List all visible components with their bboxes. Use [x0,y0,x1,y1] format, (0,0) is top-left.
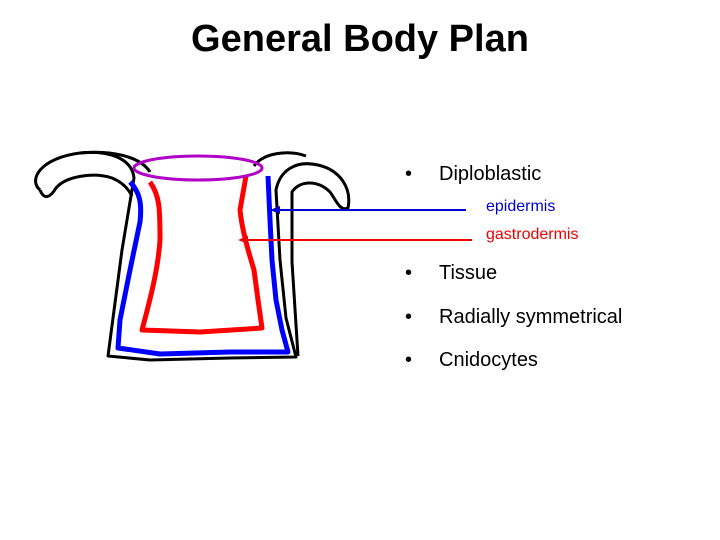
bullet-text: Diploblastic [439,163,542,185]
epidermis-layer [115,175,291,357]
body-outline-left-arm [38,173,134,198]
bullet-text: Cnidocytes [439,349,538,371]
epidermis-label: epidermis [486,198,556,215]
bullet-item: • Tissue [405,262,497,285]
bullet-dot: • [405,163,413,185]
bullet-dot: • [405,306,413,328]
bullet-item: • Cnidocytes [405,349,538,372]
bullet-text: Tissue [439,262,498,284]
epidermis-arrowhead [270,206,280,214]
mouth-opening [132,154,264,182]
gastrodermis-layer [139,175,265,335]
bullet-item: • Radially symmetrical [405,306,622,329]
gastrodermis-label: gastrodermis [486,226,579,243]
bullet-dot: • [405,262,413,284]
slide-title: General Body Plan [191,18,529,60]
body-outline-left-arm-top [79,150,152,173]
bullet-text: Radially symmetrical [439,306,623,328]
bullet-item: • Diploblastic [405,163,541,186]
body-outline [34,150,351,362]
bullet-dot: • [405,349,413,371]
gastrodermis-arrowhead [238,236,248,244]
